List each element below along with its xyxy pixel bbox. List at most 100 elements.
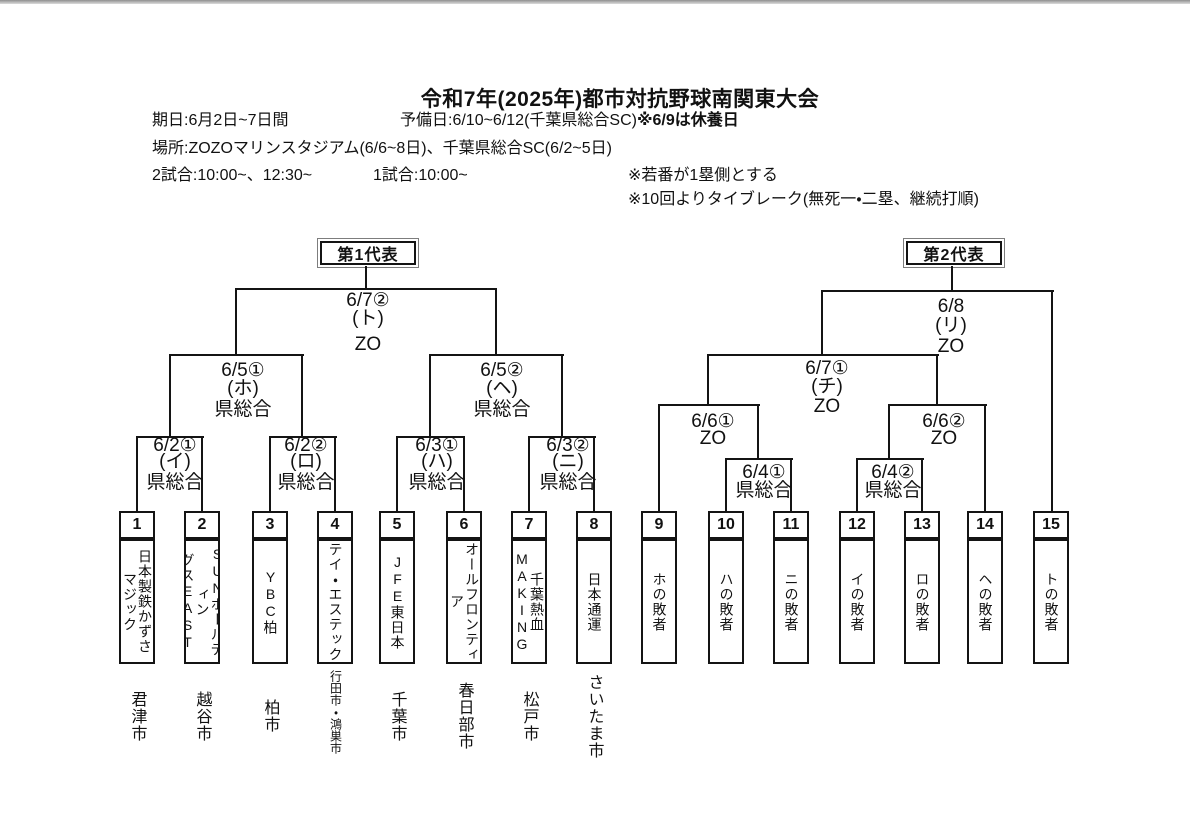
b1-qf1-date: 6/2① <box>153 435 197 456</box>
bracket-line <box>790 458 792 513</box>
b1-final-venue: ZO <box>354 334 382 355</box>
team-number: 3 <box>252 511 288 539</box>
team-name: ロの敗者 <box>914 541 931 662</box>
team-name: ニの敗者 <box>784 541 800 662</box>
bracket-line <box>269 436 271 513</box>
bracket2-representative-box: 第2代表 <box>903 238 1005 268</box>
bracket-line <box>429 354 431 438</box>
b2-semi-code: (チ) <box>811 376 843 397</box>
team-name-col: 日本製鉄かずさ <box>137 549 153 654</box>
bracket-line <box>856 458 924 460</box>
team-name-box: SUNホールディン グスEAST <box>184 539 220 664</box>
bracket-line <box>707 354 939 356</box>
team-name-box: イの敗者 <box>839 539 875 664</box>
bracket-line <box>1051 290 1053 513</box>
team-name: 日本通運 <box>587 541 603 662</box>
b1-qf1-venue: 県総合 <box>146 472 204 493</box>
b1-semi1-date: 6/5① <box>221 360 265 381</box>
team-name: ヘの敗者 <box>978 541 994 662</box>
b2-r2b-venue: ZO <box>930 428 958 449</box>
team-name-box: 日本製鉄かずさ マジック <box>119 539 155 664</box>
team-name: 千葉熱血 MAKING <box>514 541 545 662</box>
bracket-line <box>201 436 203 513</box>
team-name-col: ホの敗者 <box>651 571 668 632</box>
team-name-box: ホの敗者 <box>641 539 677 664</box>
bracket-line <box>528 436 596 438</box>
b1-qf4-date: 6/3② <box>546 435 590 456</box>
b1-final-date: 6/7② <box>346 290 390 311</box>
bracket-line <box>888 404 987 406</box>
team-city: 柏市 <box>261 699 279 733</box>
bracket-line <box>821 290 1054 292</box>
team-number: 5 <box>379 511 415 539</box>
team-number: 10 <box>708 511 744 539</box>
b2-r2a-venue: ZO <box>699 428 727 449</box>
bracket-line <box>136 436 138 513</box>
team-name-box: ロの敗者 <box>904 539 940 664</box>
b2-semi-venue: ZO <box>813 396 841 417</box>
team-name-col: JFE東日本 <box>389 553 406 650</box>
bracket-line <box>936 354 938 406</box>
b1-semi2-date: 6/5② <box>480 360 524 381</box>
team-name-box: テイ・エステック <box>317 539 353 664</box>
b2-final-date: 6/8 <box>937 296 965 317</box>
info-reserve: 予備日:6/10~6/12(千葉県総合SC)※6/9は休養日 <box>400 111 739 130</box>
bracket-line <box>984 404 986 513</box>
bracket1-representative-box: 第1代表 <box>317 238 419 268</box>
bracket-line <box>429 354 564 356</box>
team-name-col: イの敗者 <box>849 571 866 632</box>
b1-semi1-venue: 県総合 <box>214 399 272 420</box>
bracket-line <box>528 436 530 513</box>
b2-r1b-date: 6/4② <box>871 462 915 483</box>
b1-qf3-venue: 県総合 <box>408 472 466 493</box>
team-city: 君津市 <box>128 690 146 742</box>
team-name: 日本製鉄かずさ マジック <box>122 541 153 662</box>
b1-qf2-venue: 県総合 <box>277 472 335 493</box>
bracket-line <box>707 354 709 406</box>
team-name-col: マジック <box>122 571 138 632</box>
bracket-line <box>169 354 304 356</box>
team-number: 9 <box>641 511 677 539</box>
team-name-box: YBC柏 <box>252 539 288 664</box>
info-two-games: 2試合:10:00~、12:30~ <box>152 167 313 184</box>
b1-final-code: (ト) <box>352 308 384 329</box>
team-name-box: 千葉熱血 MAKING <box>511 539 547 664</box>
b1-qf2-code: (ロ) <box>290 451 322 472</box>
bracket-line <box>365 266 367 290</box>
team-name-box: JFE東日本 <box>379 539 415 664</box>
bracket-line <box>658 404 660 513</box>
team-number: 15 <box>1033 511 1069 539</box>
b2-semi-date: 6/7① <box>805 358 849 379</box>
team-name-box: ヘの敗者 <box>967 539 1003 664</box>
info-reserve-text: 予備日:6/10~6/12(千葉県総合SC) <box>400 112 637 129</box>
team-name: YBC柏 <box>262 541 279 662</box>
team-city: 千葉市 <box>388 690 406 742</box>
bracket-line <box>951 266 953 292</box>
bracket-line <box>301 354 303 438</box>
team-name-col: ロの敗者 <box>914 571 931 632</box>
bracket-line <box>757 404 759 460</box>
b1-qf3-date: 6/3① <box>415 435 459 456</box>
info-venue: 場所:ZOZOマリンスタジアム(6/6~8日)、千葉県総合SC(6/2~5日) <box>152 140 612 157</box>
b1-qf2-date: 6/2② <box>284 435 328 456</box>
team-name-box: 日本通運 <box>576 539 612 664</box>
team-number: 12 <box>839 511 875 539</box>
b2-final-venue: ZO <box>937 336 965 357</box>
bracket-line <box>725 458 727 513</box>
team-name-col: グスEAST <box>184 552 196 651</box>
bracket-line <box>856 458 858 513</box>
team-name-col: トの敗者 <box>1043 571 1060 632</box>
page-title: 令和7年(2025年)都市対抗野球南関東大会 <box>420 88 820 111</box>
b1-qf3-code: (ハ) <box>421 451 453 472</box>
window-top-border <box>0 0 1190 4</box>
team-name: SUNホールディン グスEAST <box>184 541 218 662</box>
team-city: 越谷市 <box>193 690 211 742</box>
bracket-line <box>169 354 171 438</box>
bracket-line <box>593 436 595 513</box>
team-number: 2 <box>184 511 220 539</box>
bracket-line <box>235 288 497 290</box>
bracket-line <box>235 288 237 356</box>
b1-qf4-code: (ニ) <box>552 451 584 472</box>
team-name-col: YBC柏 <box>262 568 279 635</box>
